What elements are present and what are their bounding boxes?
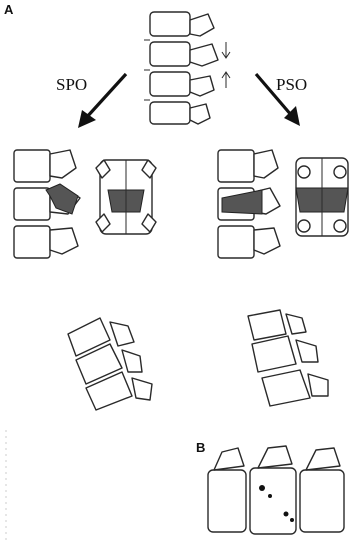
panel-a-label: A: [4, 2, 14, 17]
panel-b-spine: [208, 446, 344, 534]
pso-corrected-spine: [248, 310, 328, 406]
spo-label: SPO: [56, 75, 87, 94]
spo-posterior-view: [96, 160, 156, 234]
spo-corrected-spine: [68, 318, 152, 410]
pso-lateral-view: [218, 150, 280, 258]
spo-lateral-view: [14, 150, 80, 258]
original-spine-illustration: [144, 12, 230, 124]
pso-posterior-view: [296, 158, 348, 236]
pso-label: PSO: [276, 75, 307, 94]
panel-b-label: B: [196, 440, 205, 455]
